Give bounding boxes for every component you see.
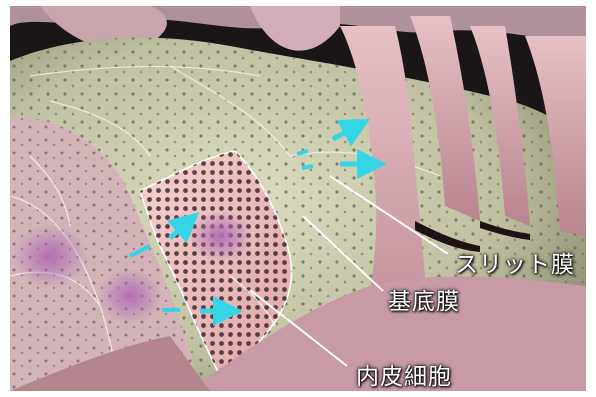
glomerular-filtration-illustration: [10, 6, 586, 391]
nucleus: [12, 224, 88, 288]
label-slit-membrane: スリット膜: [455, 245, 575, 279]
nucleus: [98, 268, 162, 324]
diagram-canvas: [10, 6, 586, 391]
arrow-dash: [302, 166, 313, 168]
endothelial-nucleus: [188, 210, 252, 262]
label-basement-membrane: 基底膜: [388, 282, 460, 316]
label-endothelial-cell: 内皮細胞: [356, 357, 452, 391]
